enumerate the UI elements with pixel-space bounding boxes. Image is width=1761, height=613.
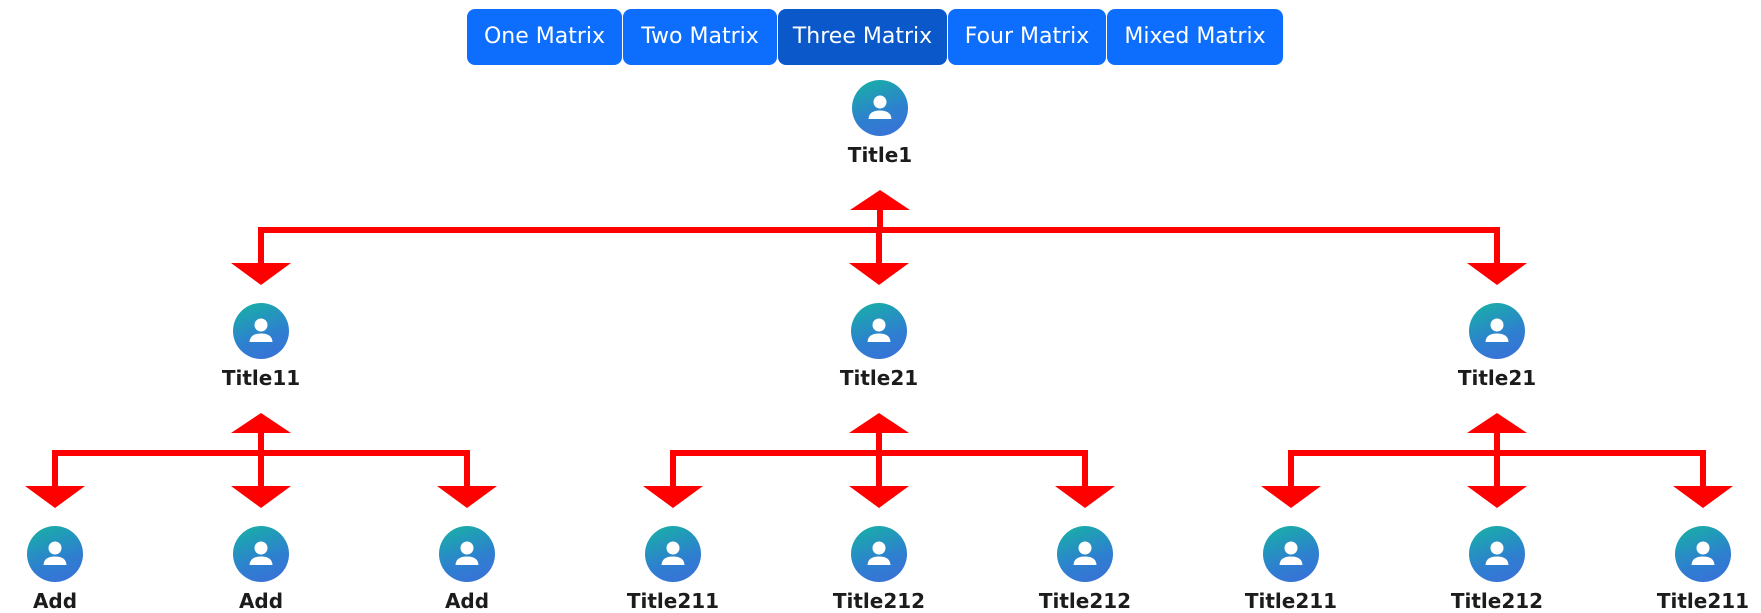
up-arrow-icon (231, 413, 291, 433)
down-arrow-icon (231, 263, 291, 285)
user-avatar-icon (851, 526, 907, 582)
down-arrow-icon (849, 486, 909, 508)
tree-node[interactable]: Title21 (799, 303, 959, 390)
tab-mixed-matrix[interactable]: Mixed Matrix (1107, 9, 1283, 65)
user-avatar-icon (439, 526, 495, 582)
tree-node[interactable]: Add (181, 526, 341, 613)
user-avatar-icon (1263, 526, 1319, 582)
user-avatar-icon (233, 303, 289, 359)
user-avatar-icon (1675, 526, 1731, 582)
user-avatar-icon (233, 526, 289, 582)
down-arrow-icon (1467, 263, 1527, 285)
user-avatar-icon (852, 80, 908, 136)
connector-group (1261, 413, 1733, 508)
node-title: Title211 (626, 589, 720, 613)
node-title: Title212 (832, 589, 926, 613)
node-title: Add (444, 589, 490, 613)
tab-one-matrix[interactable]: One Matrix (467, 9, 622, 65)
tree-node[interactable]: Title211 (1211, 526, 1371, 613)
down-arrow-icon (1467, 486, 1527, 508)
up-arrow-icon (1467, 413, 1527, 433)
down-arrow-icon (849, 263, 909, 285)
tree-node[interactable]: Title212 (1005, 526, 1165, 613)
tab-three-matrix[interactable]: Three Matrix (778, 9, 947, 65)
tree-node[interactable]: Title11 (181, 303, 341, 390)
matrix-tab-group: One Matrix Two Matrix Three Matrix Four … (467, 9, 1284, 65)
tree-node[interactable]: Title212 (1417, 526, 1577, 613)
node-title: Title212 (1038, 589, 1132, 613)
connector-group (25, 413, 497, 508)
tree-node[interactable]: Add (0, 526, 135, 613)
down-arrow-icon (25, 486, 85, 508)
down-arrow-icon (1261, 486, 1321, 508)
user-avatar-icon (851, 303, 907, 359)
node-title: Title211 (1656, 589, 1750, 613)
node-title: Title1 (847, 143, 913, 167)
tree-node[interactable]: Title21 (1417, 303, 1577, 390)
tree-node[interactable]: Title1 (800, 80, 960, 167)
node-title: Title21 (839, 366, 919, 390)
user-avatar-icon (1057, 526, 1113, 582)
node-title: Title211 (1244, 589, 1338, 613)
node-title: Title11 (221, 366, 301, 390)
node-title: Add (32, 589, 78, 613)
connector-group (643, 413, 1115, 508)
up-arrow-icon (849, 413, 909, 433)
tree-node[interactable]: Title211 (593, 526, 753, 613)
down-arrow-icon (437, 486, 497, 508)
node-title: Title21 (1457, 366, 1537, 390)
tree-node[interactable]: Title212 (799, 526, 959, 613)
tree-node[interactable]: Title211 (1623, 526, 1761, 613)
user-avatar-icon (645, 526, 701, 582)
down-arrow-icon (1055, 486, 1115, 508)
tree-node[interactable]: Add (387, 526, 547, 613)
node-title: Add (238, 589, 284, 613)
user-avatar-icon (1469, 526, 1525, 582)
user-avatar-icon (27, 526, 83, 582)
tab-four-matrix[interactable]: Four Matrix (948, 9, 1106, 65)
tab-two-matrix[interactable]: Two Matrix (623, 9, 777, 65)
down-arrow-icon (643, 486, 703, 508)
up-arrow-icon (850, 190, 910, 210)
node-title: Title212 (1450, 589, 1544, 613)
down-arrow-icon (1673, 486, 1733, 508)
down-arrow-icon (231, 486, 291, 508)
connector-group (231, 190, 1527, 285)
user-avatar-icon (1469, 303, 1525, 359)
